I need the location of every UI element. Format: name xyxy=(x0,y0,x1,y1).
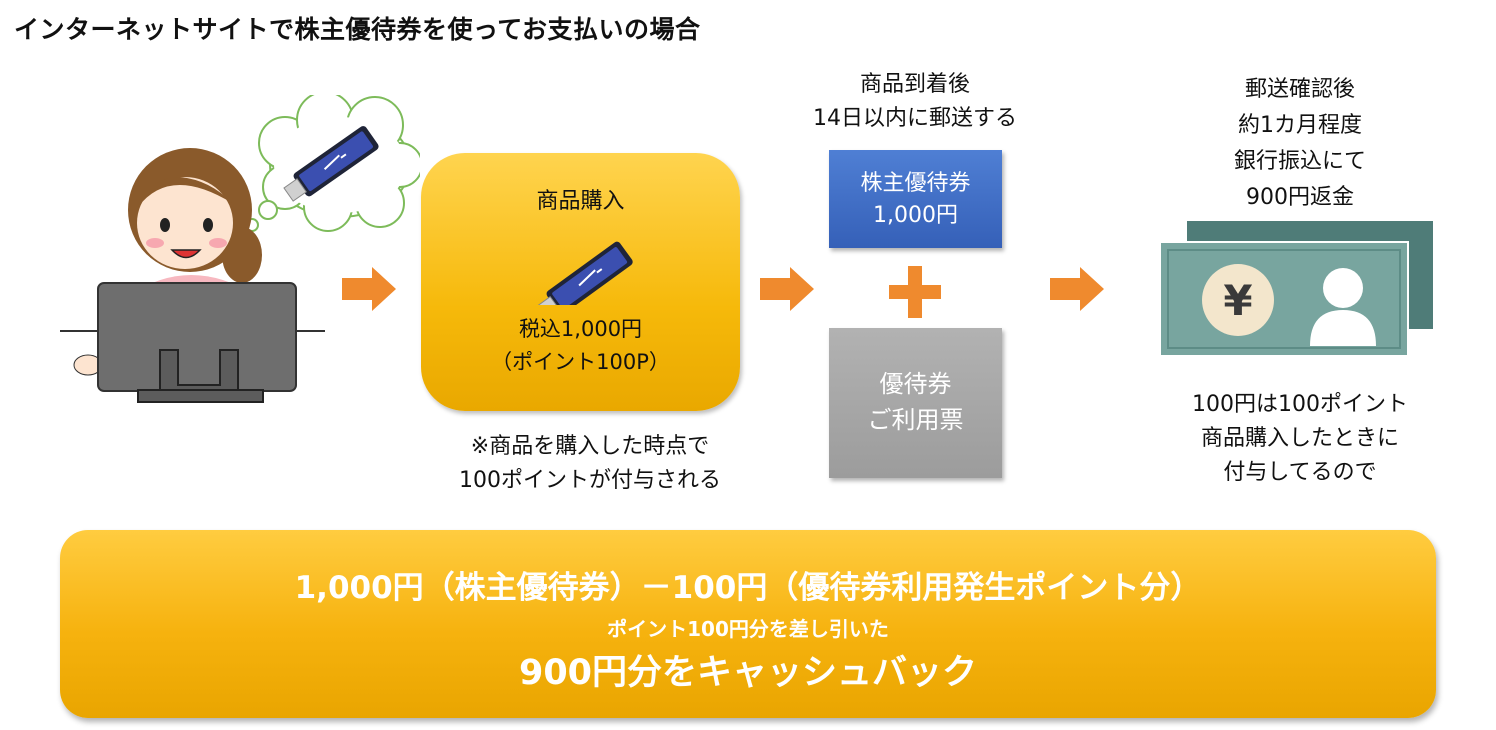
slip-label: 優待券 xyxy=(879,370,952,398)
summary-formula: 1,000円（株主優待券）－100円（優待券利用発生ポイント分） xyxy=(294,570,1202,606)
refund-note-line: 付与してるので xyxy=(1223,460,1377,485)
usb-drive-icon xyxy=(536,241,633,305)
mail-heading: 商品到着後 14日以内に郵送する xyxy=(760,68,1070,136)
purchase-note: ※商品を購入した時点で 100ポイントが付与される xyxy=(400,430,780,498)
purchase-box: 商品購入 税込1,000円 （ポイント100P） xyxy=(421,153,740,411)
right-arrow-icon xyxy=(760,267,814,311)
refund-heading-line: 銀行振込にて xyxy=(1233,149,1366,174)
refund-heading-line: 900円返金 xyxy=(1246,185,1354,210)
purchase-points: （ポイント100P） xyxy=(491,350,670,374)
refund-note: 100円は100ポイント 商品購入したときに 付与してるので xyxy=(1155,388,1445,490)
summary-cashback: 900円分をキャッシュバック xyxy=(518,653,978,693)
plus-icon xyxy=(889,266,941,318)
yen-symbol: ¥ xyxy=(1223,276,1252,325)
page-title: インターネットサイトで株主優待券を使ってお支払いの場合 xyxy=(14,15,701,44)
woman-at-computer-icon xyxy=(60,95,420,403)
shareholder-ticket-box: 株主優待券 1,000円 xyxy=(829,150,1002,248)
summary-box: 1,000円（株主優待券）－100円（優待券利用発生ポイント分） ポイント100… xyxy=(60,530,1436,718)
refund-note-line: 100円は100ポイント xyxy=(1192,392,1408,417)
refund-heading-line: 約1カ月程度 xyxy=(1238,113,1362,138)
purchase-heading: 商品購入 xyxy=(536,189,625,214)
right-arrow-icon xyxy=(1050,267,1104,311)
ticket-label: 株主優待券 xyxy=(860,171,971,196)
yen-banknote-icon: ¥ xyxy=(1159,219,1435,357)
purchase-note-line: ※商品を購入した時点で xyxy=(470,434,710,459)
mail-heading-line: 商品到着後 xyxy=(859,72,970,97)
purchase-note-line: 100ポイントが付与される xyxy=(459,468,721,493)
summary-subtitle: ポイント100円分を差し引いた xyxy=(607,617,889,641)
ticket-amount: 1,000円 xyxy=(873,203,958,228)
purchase-price: 税込1,000円 xyxy=(518,317,643,341)
right-arrow-icon xyxy=(342,267,396,311)
refund-note-line: 商品購入したときに xyxy=(1200,426,1399,451)
refund-heading-line: 郵送確認後 xyxy=(1244,77,1355,102)
usage-slip-box: 優待券 ご利用票 xyxy=(829,328,1002,478)
mail-heading-line: 14日以内に郵送する xyxy=(813,106,1017,131)
refund-heading: 郵送確認後 約1カ月程度 銀行振込にて 900円返金 xyxy=(1160,72,1440,216)
slip-label: ご利用票 xyxy=(867,406,964,434)
usb-drive-icon xyxy=(283,126,379,202)
